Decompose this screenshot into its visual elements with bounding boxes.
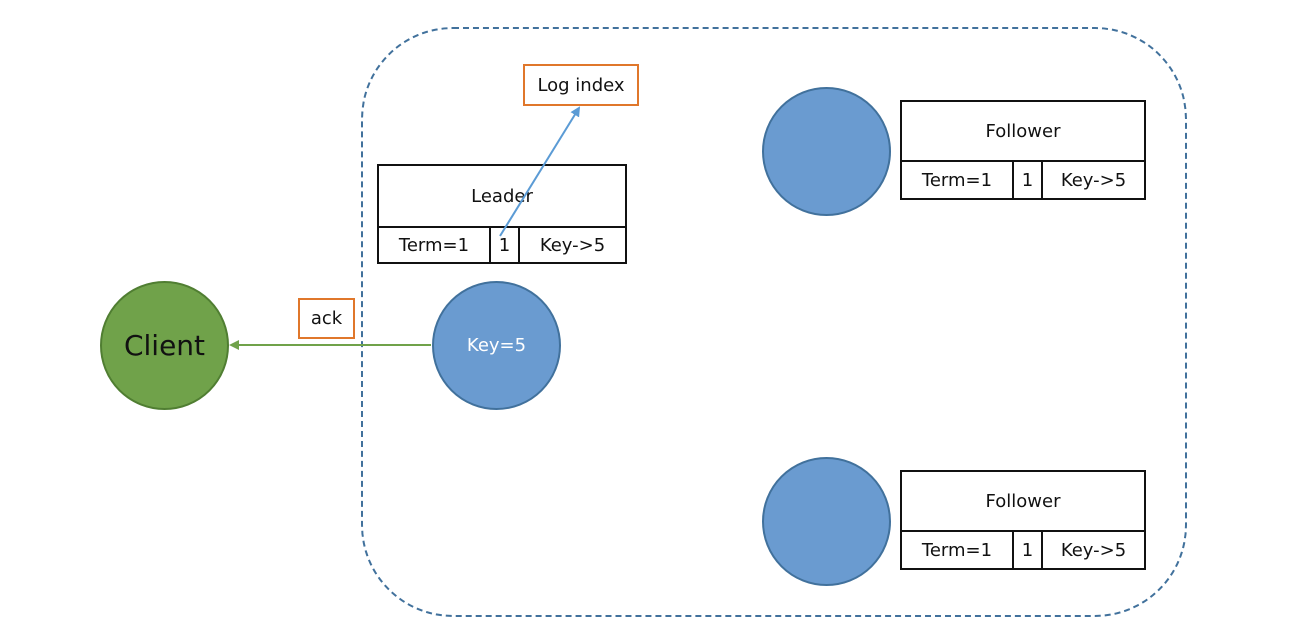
leader-title: Leader: [376, 164, 628, 228]
follower-node-2: [762, 457, 891, 586]
leader-log-table: Leader Term=1 1 Key->5: [376, 164, 628, 264]
client-node: Client: [100, 281, 229, 410]
leader-node-label: Key=5: [466, 335, 527, 356]
follower-title-2: Follower: [899, 470, 1147, 532]
client-label: Client: [123, 329, 206, 362]
follower-entry-cell-1: Key->5: [1040, 160, 1147, 200]
follower-entry-cell-2: Key->5: [1040, 530, 1147, 570]
follower-term-cell-2: Term=1: [900, 530, 1014, 570]
follower-term-cell-1: Term=1: [900, 160, 1014, 200]
leader-node: Key=5: [432, 281, 561, 410]
log-index-text: Log index: [537, 74, 625, 96]
ack-text: ack: [310, 308, 343, 329]
follower-title-1: Follower: [899, 100, 1147, 162]
log-index-callout: Log index: [523, 64, 639, 106]
leader-index-cell: 1: [489, 226, 520, 264]
follower-log-table-2: Follower Term=1 1 Key->5: [899, 470, 1147, 570]
ack-callout: ack: [298, 298, 355, 339]
follower-log-table-1: Follower Term=1 1 Key->5: [899, 100, 1147, 200]
follower-index-cell-2: 1: [1012, 530, 1043, 570]
leader-entry-cell: Key->5: [517, 226, 628, 264]
leader-term-cell: Term=1: [377, 226, 491, 264]
follower-index-cell-1: 1: [1012, 160, 1043, 200]
follower-node-1: [762, 87, 891, 216]
cluster-boundary: [361, 27, 1187, 617]
